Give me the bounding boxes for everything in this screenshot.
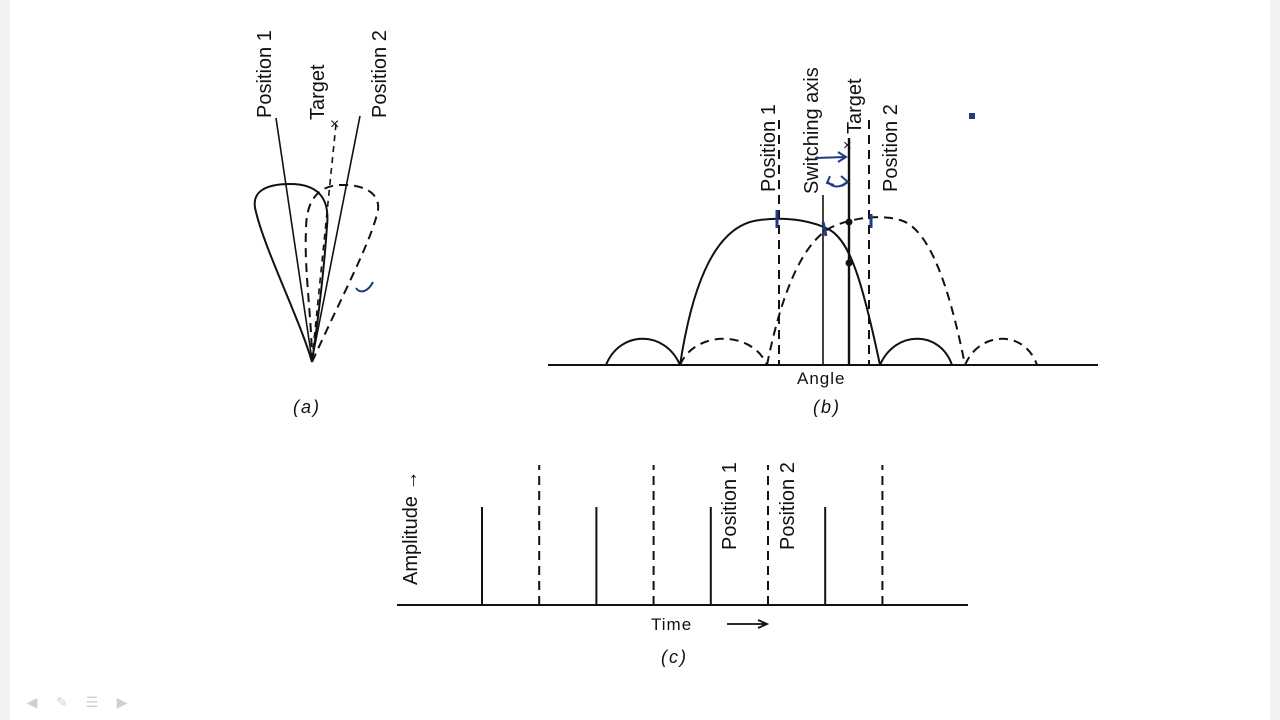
- slide: × Position 1 Target Position 2 (a) Posit…: [10, 0, 1270, 720]
- slide-player-controls: ◀ ✎ ☰ ▶: [22, 694, 132, 710]
- beam-lobe-position-1: [253, 182, 329, 363]
- target-cross: ×: [330, 116, 339, 133]
- ink-dot: [969, 113, 975, 119]
- beam-lobe-position-2: [304, 183, 380, 363]
- target-mark-b: ×: [843, 137, 852, 154]
- menu-icon[interactable]: ☰: [85, 694, 99, 710]
- label-position-2-c: Position 2: [777, 462, 799, 550]
- pulse-train: [481, 465, 884, 605]
- pattern-position-1-mainlobe: [679, 217, 881, 366]
- label-switching-axis: Switching axis: [801, 67, 823, 194]
- ink-check-mark: [355, 281, 374, 293]
- pattern-position-1-sidelobe-right: [879, 337, 953, 366]
- caption-b: (b): [813, 397, 841, 417]
- pen-icon[interactable]: ✎: [56, 694, 68, 710]
- label-position-1-b: Position 1: [758, 104, 780, 192]
- axis-position-1: [275, 117, 313, 361]
- axis-position-2: [311, 115, 361, 361]
- ink-arrow-lower: [825, 175, 850, 188]
- target-line: [311, 123, 337, 361]
- ink-tick-switch: [821, 221, 828, 237]
- caption-c: (c): [661, 647, 688, 667]
- pattern-position-2-sidelobe-left: [679, 337, 768, 366]
- angle-axis-label: Angle: [797, 369, 845, 388]
- time-arrow-icon: [727, 619, 770, 629]
- target-crossing-upper: [845, 218, 853, 226]
- next-icon[interactable]: ▶: [116, 694, 128, 710]
- panel-a: × Position 1 Target Position 2 (a): [253, 30, 391, 417]
- label-target-b: Target: [844, 78, 866, 134]
- time-axis-label: Time: [651, 615, 692, 634]
- ink-arrow-upper: [814, 151, 848, 163]
- panel-b: Position 1 Switching axis Target × Posit…: [548, 67, 1098, 417]
- label-position-2-a: Position 2: [369, 30, 391, 118]
- label-position-2-b: Position 2: [880, 104, 902, 192]
- pattern-position-2-sidelobe-right: [964, 337, 1038, 366]
- amplitude-axis-label: Amplitude →: [400, 471, 422, 586]
- conical-scan-figure: × Position 1 Target Position 2 (a) Posit…: [253, 30, 1098, 667]
- pattern-position-1-sidelobe-left: [605, 337, 681, 366]
- label-position-1-c: Position 1: [719, 462, 741, 550]
- label-position-1-a: Position 1: [254, 30, 276, 118]
- prev-icon[interactable]: ◀: [26, 694, 38, 710]
- label-target-a: Target: [307, 64, 329, 120]
- panel-c: Amplitude → Position 1 Position 2 Time (…: [397, 462, 968, 667]
- target-crossing-lower: [845, 259, 853, 267]
- caption-a: (a): [293, 397, 321, 417]
